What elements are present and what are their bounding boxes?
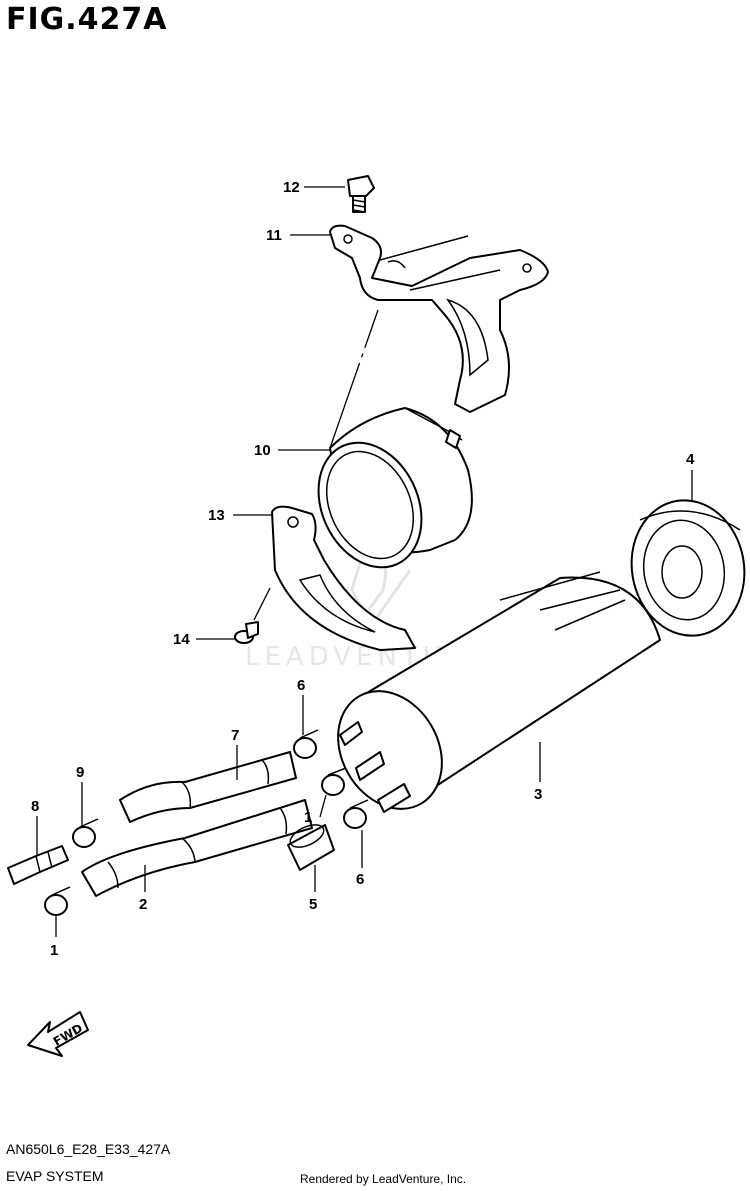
callout-label-14: 14 xyxy=(173,631,190,648)
part-screw-14[interactable] xyxy=(234,621,259,644)
callout-label-1b: 1 xyxy=(304,809,312,826)
callout-label-5: 5 xyxy=(309,896,317,913)
part-cap-4[interactable] xyxy=(621,491,750,644)
callout-label-9: 9 xyxy=(76,764,84,781)
system-name: EVAP SYSTEM xyxy=(6,1168,104,1184)
part-ring-10[interactable] xyxy=(299,407,473,584)
part-clamp-6a[interactable] xyxy=(293,729,319,759)
callout-14: 14 xyxy=(173,587,271,648)
callout-12: 12 xyxy=(283,179,345,196)
fwd-arrow-icon: FWD xyxy=(27,1011,89,1057)
part-bracket-13[interactable] xyxy=(271,505,416,651)
part-canister-3[interactable] xyxy=(317,571,661,828)
rendered-by-credit: Rendered by LeadVenture, Inc. xyxy=(300,1172,467,1186)
callout-10: 10 xyxy=(254,309,379,459)
callout-2: 2 xyxy=(139,865,147,913)
callout-11: 11 xyxy=(266,227,330,244)
diagram-code: AN650L6_E28_E33_427A xyxy=(6,1141,171,1157)
callout-label-6a: 6 xyxy=(297,677,305,694)
callout-6a: 6 xyxy=(297,677,305,735)
callout-9: 9 xyxy=(76,764,84,826)
callout-13: 13 xyxy=(208,507,272,524)
callout-3: 3 xyxy=(534,742,542,803)
figure-title: FIG.427A xyxy=(6,2,168,37)
callout-1a: 1 xyxy=(50,916,58,959)
part-clamp-1b[interactable] xyxy=(321,767,347,796)
part-clamp-6b[interactable] xyxy=(343,799,369,829)
part-hose-2[interactable] xyxy=(81,799,313,897)
callout-label-8: 8 xyxy=(31,798,39,815)
callout-label-7: 7 xyxy=(231,727,239,744)
part-clamp-1a[interactable] xyxy=(44,886,71,916)
part-plug-5[interactable] xyxy=(287,820,335,871)
callout-8: 8 xyxy=(31,798,39,856)
part-clamp-9[interactable] xyxy=(72,818,99,848)
callout-label-1a: 1 xyxy=(50,942,58,959)
part-fitting-8[interactable] xyxy=(7,845,69,885)
callout-label-11: 11 xyxy=(266,227,282,244)
callout-label-13: 13 xyxy=(208,507,225,524)
callout-label-12: 12 xyxy=(283,179,300,196)
callout-5: 5 xyxy=(309,865,317,913)
callout-label-6b: 6 xyxy=(356,871,364,888)
callout-label-2: 2 xyxy=(139,896,147,913)
callout-1b: 1 xyxy=(304,794,327,826)
callout-label-4: 4 xyxy=(686,451,695,468)
callout-label-3: 3 xyxy=(534,786,542,803)
part-hose-7[interactable] xyxy=(119,751,297,823)
part-bolt-12[interactable] xyxy=(347,175,375,213)
part-bracket-11[interactable] xyxy=(329,224,549,413)
callout-7: 7 xyxy=(231,727,239,780)
callout-label-10: 10 xyxy=(254,442,271,459)
callout-6b: 6 xyxy=(356,830,364,888)
callout-4: 4 xyxy=(686,451,695,500)
